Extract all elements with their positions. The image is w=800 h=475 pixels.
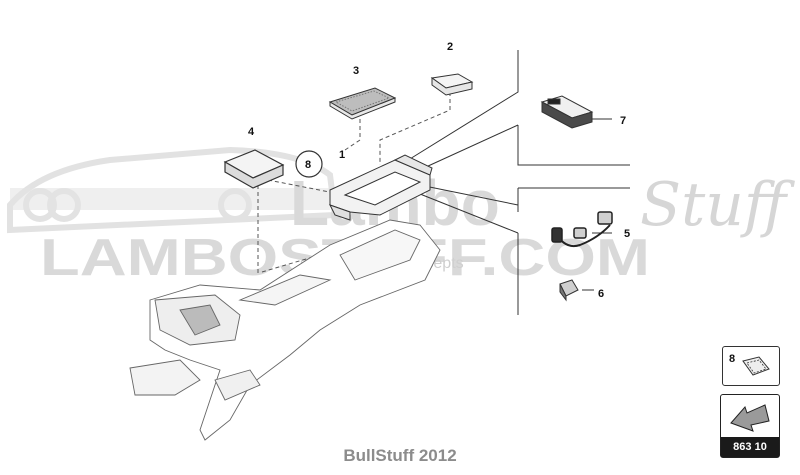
inset-part-8-label: 8 (729, 353, 736, 365)
callout-7: 7 (620, 115, 626, 127)
part-1-tray (329, 154, 433, 221)
center-console-body (129, 219, 441, 441)
part-5-harness (551, 211, 613, 248)
part-4-cover (223, 149, 285, 189)
clip-icon (742, 356, 770, 376)
watermark-car-bar (10, 188, 330, 210)
footer-credit: BullStuff 2012 (343, 446, 457, 465)
callout-5: 5 (624, 228, 630, 240)
callout-8: 8 (305, 159, 311, 171)
reference-code: 863 10 (721, 437, 779, 457)
arrow-icon (730, 404, 770, 432)
reference-badge: 863 10 (720, 394, 780, 458)
callout-4: 4 (248, 126, 255, 138)
part-6-plug (559, 279, 579, 302)
callout-6: 6 (598, 288, 604, 300)
leader-lines (404, 50, 630, 315)
part-7-module (540, 95, 594, 129)
callout-2: 2 (447, 41, 453, 53)
watermark-logo-script: Stuff (640, 170, 796, 240)
inset-part-8: 8 (722, 346, 780, 386)
part-2-clip (430, 73, 474, 96)
callout-3: 3 (353, 65, 359, 77)
callout-8-circle (295, 150, 323, 178)
part-3-mat (328, 87, 397, 120)
callout-1: 1 (339, 149, 345, 161)
